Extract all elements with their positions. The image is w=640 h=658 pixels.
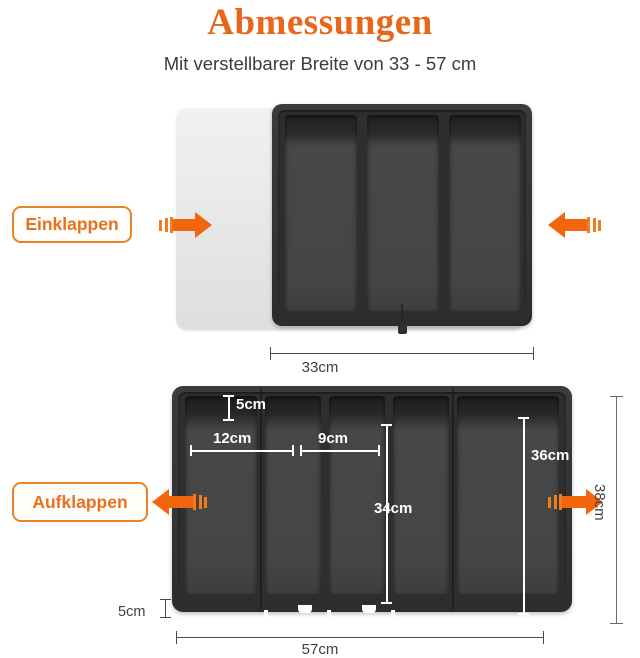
- compartment: [185, 396, 257, 594]
- dimension-cap: [160, 617, 171, 618]
- compartment: [457, 396, 559, 594]
- compartment: [285, 115, 357, 311]
- compartment: [367, 115, 439, 311]
- dimension-cap: [300, 445, 302, 456]
- dimension-label-collapsed-width: 33cm: [301, 359, 339, 376]
- dimension-label-width-small: 9cm: [318, 430, 349, 447]
- dimension-label-expanded-height: 38cm: [591, 484, 608, 521]
- dimension-label-expanded-width: 57cm: [301, 641, 339, 658]
- product-expanded: [172, 386, 572, 619]
- dimension-line-33: [270, 353, 534, 354]
- dimension-cap: [518, 417, 529, 419]
- motion-lines-icon: [159, 217, 173, 233]
- arrow-shaft: [169, 496, 193, 508]
- tray-collapsed: [272, 104, 532, 334]
- arrow-expand-right: [548, 489, 603, 515]
- dimension-line-base-height: [165, 599, 166, 618]
- dimension-cap: [160, 599, 171, 600]
- motion-lines-icon: [193, 494, 207, 510]
- base-step: [327, 610, 331, 619]
- dimension-cap: [190, 445, 192, 456]
- arrow-collapse-left: [159, 212, 212, 238]
- compartment: [449, 115, 521, 311]
- dimension-label-height-inner: 34cm: [374, 500, 413, 517]
- dimension-cap: [610, 623, 623, 624]
- badge-collapse: Einklappen: [12, 206, 132, 243]
- dimension-cap: [223, 419, 234, 421]
- tray-expanded: [172, 386, 572, 619]
- dimension-line-57: [176, 637, 544, 638]
- wing-seam: [260, 388, 262, 610]
- arrow-right-icon: [195, 212, 212, 238]
- motion-lines-icon: [548, 494, 562, 510]
- dimension-cap: [378, 445, 380, 456]
- arrow-left-icon: [548, 212, 565, 238]
- dimension-cap: [533, 347, 534, 360]
- compartment: [393, 396, 449, 594]
- dimension-cap: [381, 602, 392, 604]
- base-notch: [362, 605, 376, 613]
- base-notch: [298, 605, 312, 613]
- arrow-left-icon: [152, 489, 169, 515]
- arrow-collapse-right: [548, 212, 601, 238]
- motion-lines-icon: [587, 217, 601, 233]
- dimension-label-height-outer: 36cm: [531, 447, 570, 464]
- dimension-line-36: [523, 417, 525, 615]
- dimension-cap: [292, 445, 294, 456]
- product-collapsed: [176, 104, 532, 336]
- dimension-line-38: [616, 396, 617, 624]
- dimension-label-width-large: 12cm: [213, 430, 252, 447]
- dimension-cap: [381, 424, 392, 426]
- dimension-cap: [518, 613, 529, 615]
- arrow-right-icon: [586, 489, 603, 515]
- dimension-cap: [543, 631, 544, 644]
- badge-expand: Aufklappen: [12, 482, 148, 522]
- dimension-line-34: [386, 424, 388, 604]
- badge-expand-label: Aufklappen: [32, 491, 128, 512]
- page-title: Abmessungen: [207, 2, 433, 43]
- base-seam: [401, 304, 403, 324]
- dimension-line-9: [300, 450, 379, 452]
- dimension-cap: [223, 395, 234, 397]
- base-tab: [398, 324, 407, 334]
- dimension-line-depth: [228, 395, 230, 420]
- wing-seam: [452, 388, 454, 610]
- arrow-shaft: [562, 496, 586, 508]
- dimension-line-12: [190, 450, 293, 452]
- compartment: [265, 396, 321, 594]
- base-step: [264, 610, 268, 619]
- dimension-label-base-height: 5cm: [118, 604, 146, 620]
- page-subtitle: Mit verstellbarer Breite von 33 - 57 cm: [163, 53, 477, 74]
- arrow-shaft: [173, 219, 195, 231]
- dimension-cap: [610, 396, 623, 397]
- arrow-expand-left: [152, 489, 207, 515]
- dimension-label-depth: 5cm: [236, 396, 267, 413]
- base-step: [391, 610, 395, 619]
- badge-collapse-label: Einklappen: [25, 214, 119, 234]
- compartment: [329, 396, 385, 594]
- dimension-cap: [176, 631, 177, 644]
- arrow-shaft: [565, 219, 587, 231]
- dimension-cap: [270, 347, 271, 360]
